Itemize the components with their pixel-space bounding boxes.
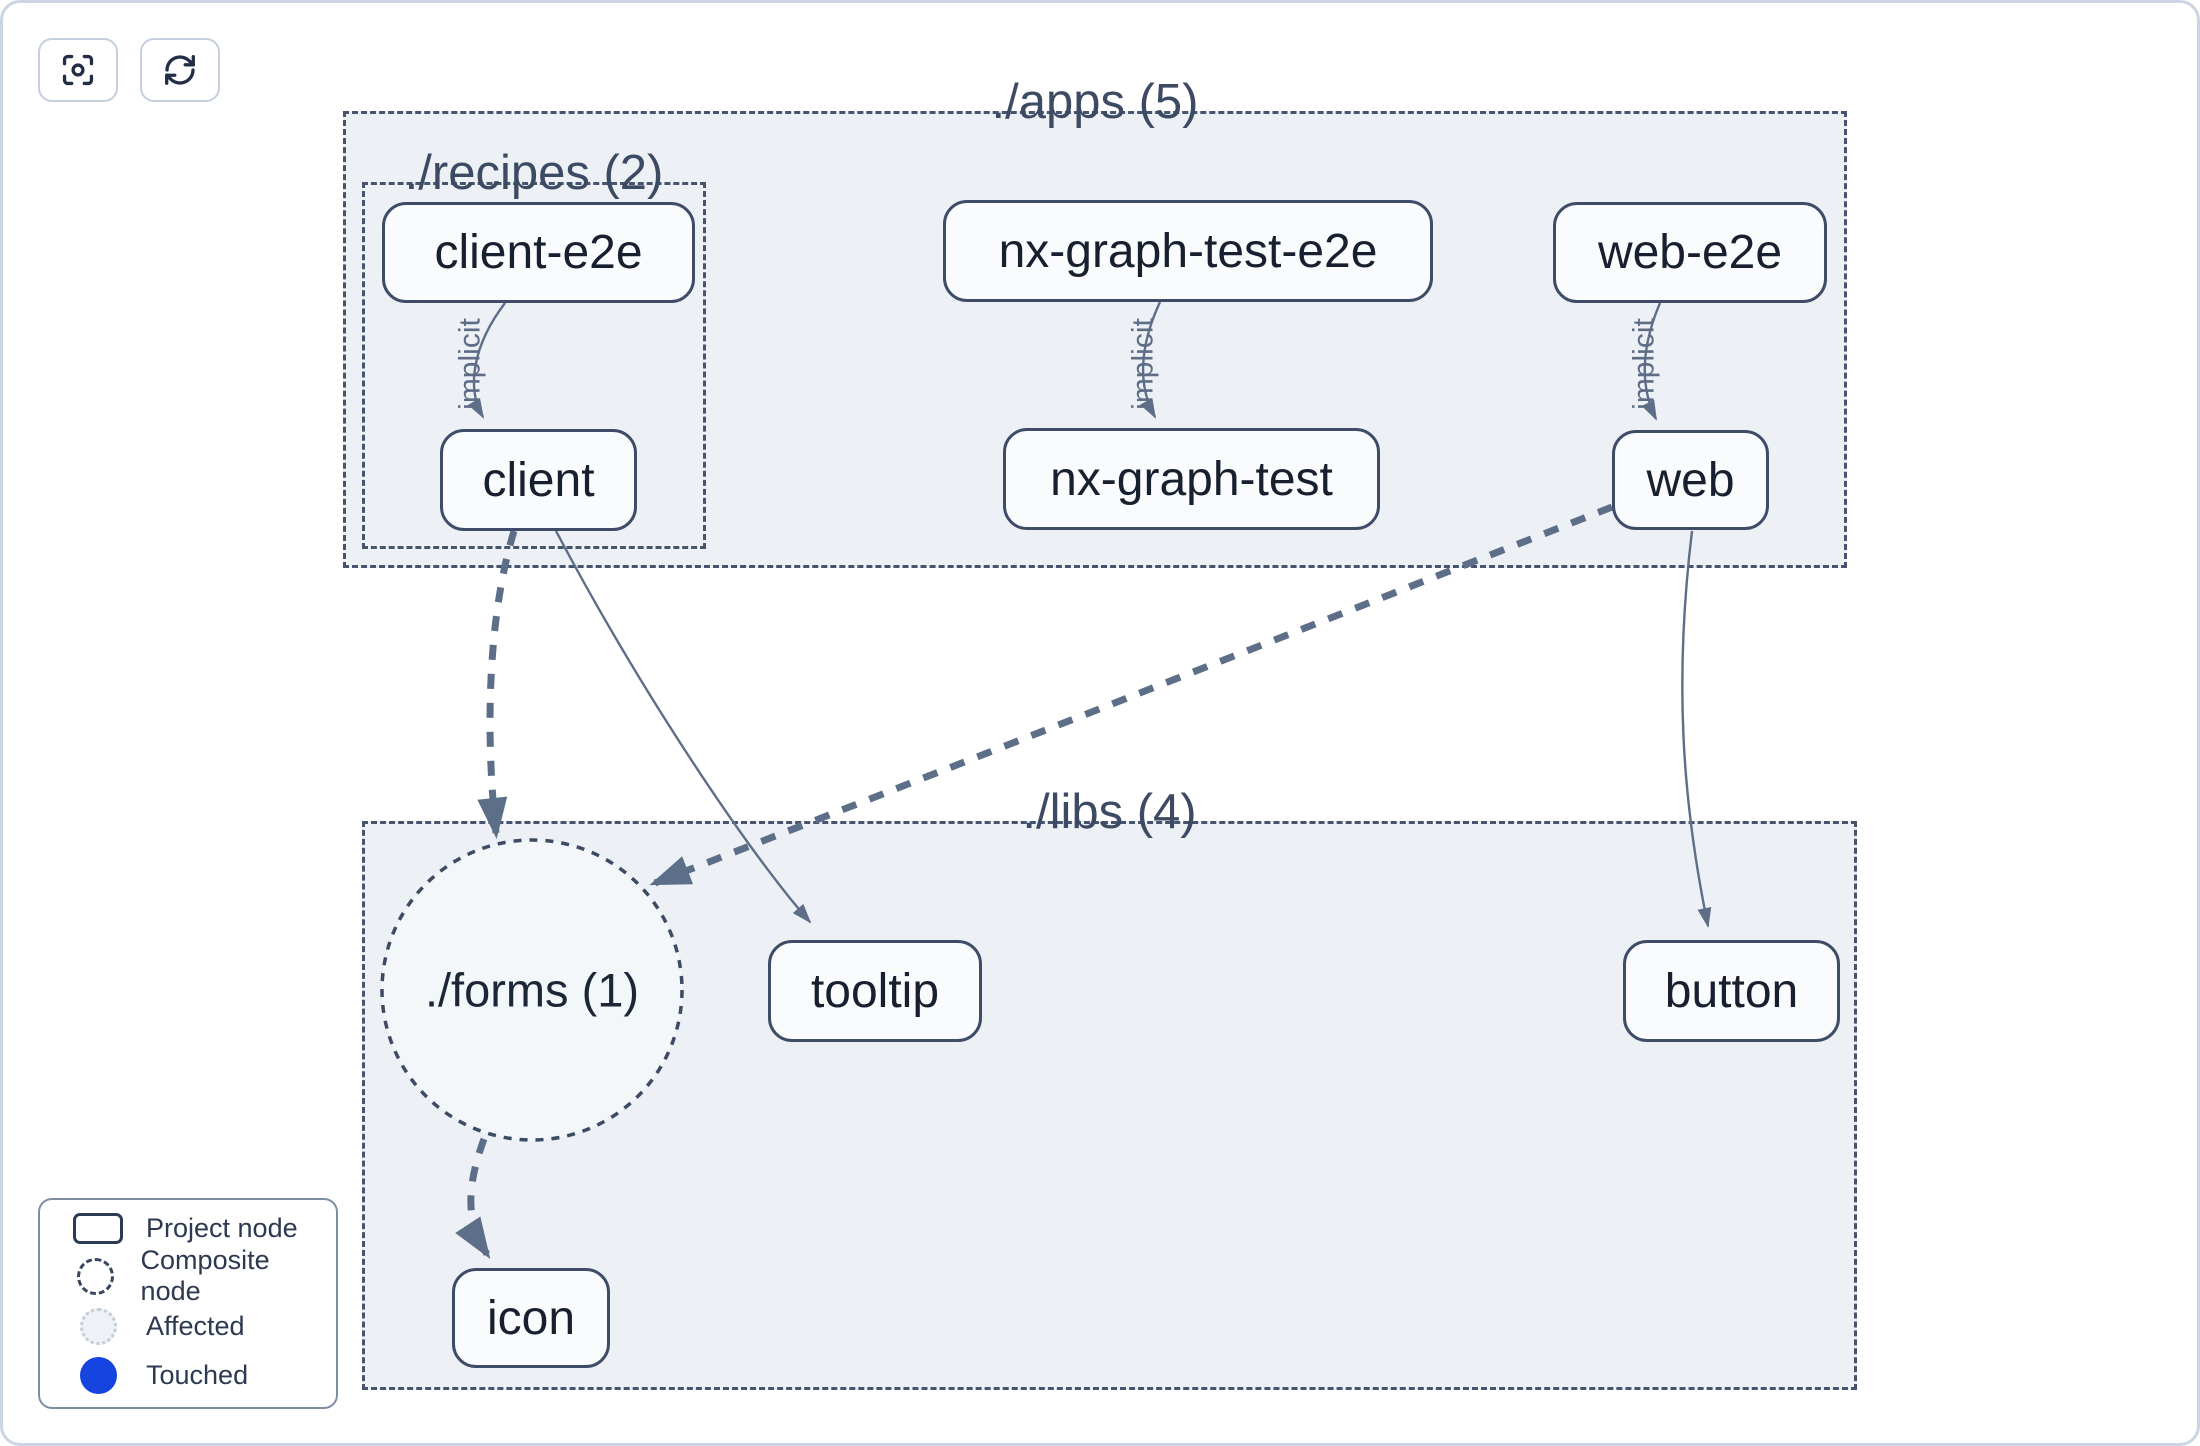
node-client-e2e-label: client-e2e — [434, 226, 643, 279]
node-client-e2e[interactable]: client-e2e — [382, 202, 695, 303]
project-node-swatch — [73, 1213, 123, 1244]
node-icon[interactable]: icon — [452, 1268, 610, 1368]
node-nx-graph-test[interactable]: nx-graph-test — [1003, 428, 1380, 530]
legend-label-project-node: Project node — [146, 1213, 298, 1243]
focus-button[interactable] — [38, 38, 118, 102]
node-nx-graph-test-label: nx-graph-test — [1050, 452, 1333, 506]
node-web-e2e-label: web-e2e — [1597, 226, 1783, 279]
node-tooltip-label: tooltip — [810, 964, 940, 1018]
legend-row-composite-node: Composite node — [50, 1245, 326, 1306]
composite-node-swatch — [76, 1257, 114, 1295]
node-client-label: client — [482, 453, 595, 507]
legend-row-project-node: Project node — [50, 1213, 326, 1244]
legend: Project node Composite node Affected Tou… — [38, 1198, 338, 1409]
touched-swatch — [79, 1357, 117, 1394]
node-nx-graph-test-e2e-label: nx-graph-test-e2e — [998, 224, 1378, 278]
group-recipes-label: ./recipes (2) — [404, 146, 664, 201]
group-recipes: ./recipes (2) — [362, 146, 706, 549]
node-web-label: web — [1646, 453, 1735, 507]
node-nx-graph-test-e2e[interactable]: nx-graph-test-e2e — [943, 200, 1433, 302]
node-web-e2e[interactable]: web-e2e — [1553, 202, 1827, 303]
legend-label-composite-node: Composite node — [140, 1245, 270, 1306]
legend-row-affected: Affected — [50, 1308, 326, 1345]
node-web[interactable]: web — [1612, 430, 1769, 530]
legend-row-touched: Touched — [50, 1357, 326, 1394]
node-client[interactable]: client — [440, 429, 637, 531]
refresh-icon — [161, 51, 199, 89]
refresh-button[interactable] — [140, 38, 220, 102]
legend-label-affected: Affected — [146, 1311, 245, 1341]
node-button[interactable]: button — [1623, 940, 1840, 1042]
legend-label-touched: Touched — [146, 1360, 249, 1390]
group-apps-label: ./apps (5) — [991, 75, 1199, 130]
group-libs-label: ./libs (4) — [1022, 785, 1197, 840]
focus-icon — [59, 51, 97, 89]
node-button-label: button — [1664, 964, 1799, 1018]
edge-client-forms[interactable] — [477, 529, 518, 839]
node-icon-label: icon — [486, 1291, 576, 1345]
node-tooltip[interactable]: tooltip — [768, 940, 982, 1042]
affected-swatch — [79, 1308, 117, 1345]
toolbar — [38, 38, 220, 102]
